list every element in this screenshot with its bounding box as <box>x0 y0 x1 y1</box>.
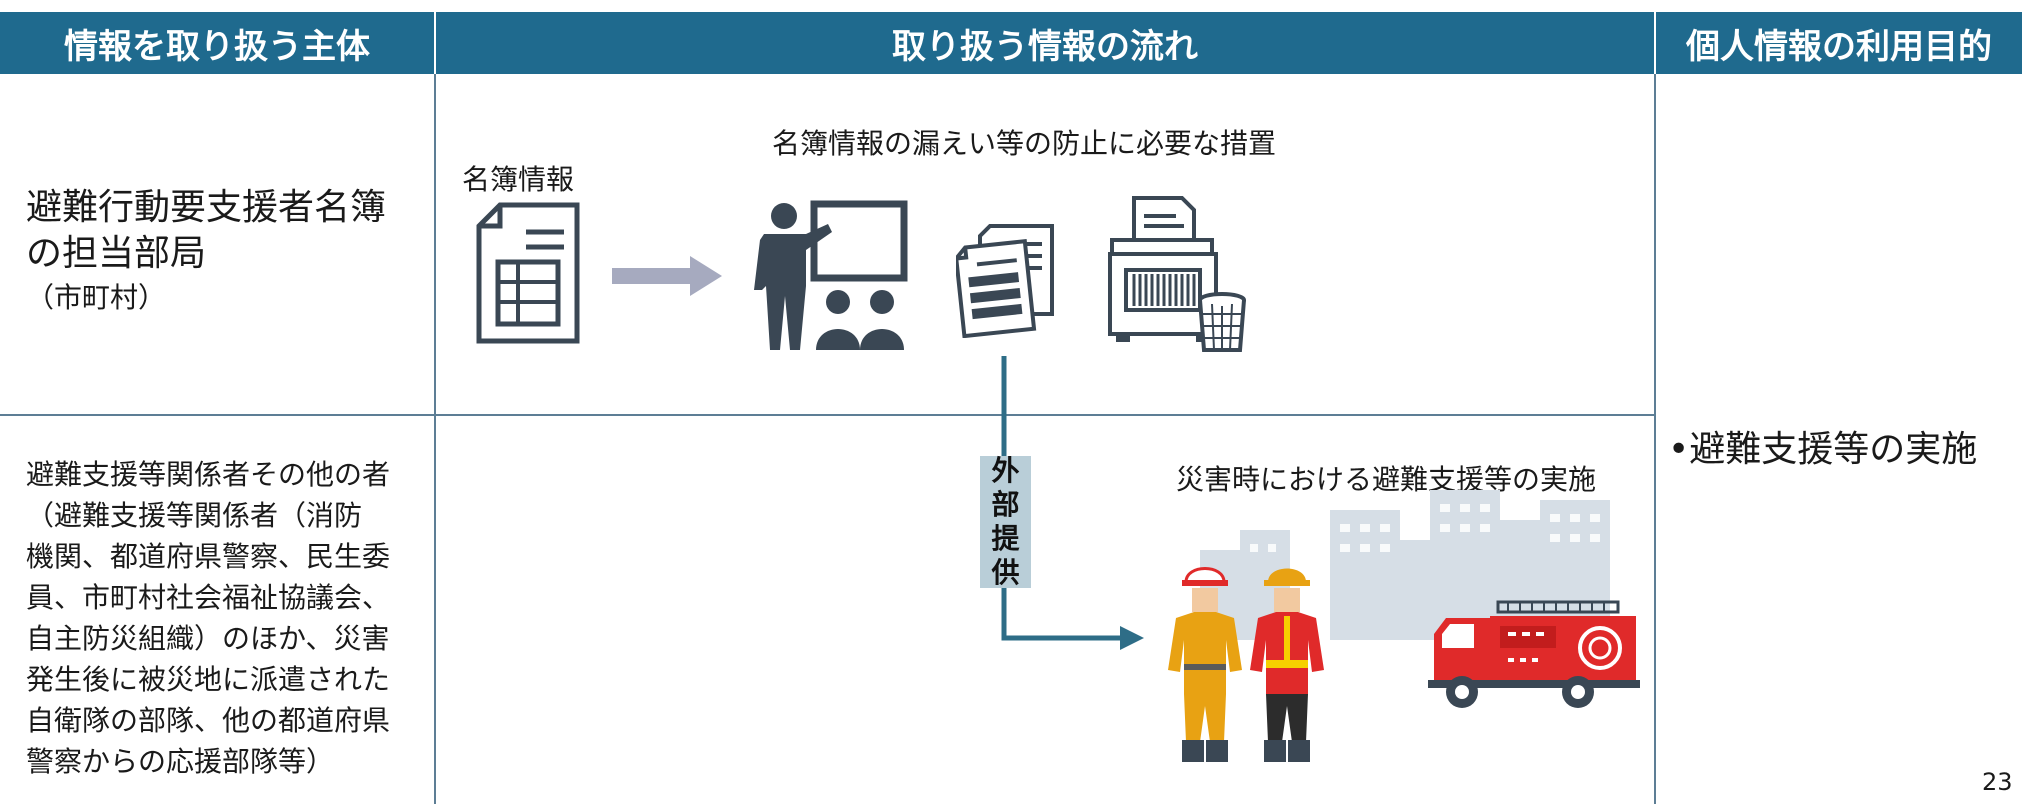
firefighters-icon <box>1166 560 1346 770</box>
external-char-4: 供 <box>991 556 1020 589</box>
entity-row2-line: 機関、都道府県警察、民生委 <box>26 540 391 573</box>
entity-row2-line: 発生後に被災地に派遣された <box>26 663 391 696</box>
page-number: 23 <box>1982 768 2013 796</box>
entity-row2-line: 自衛隊の部隊、他の都道府県 <box>26 704 391 737</box>
header-entity-label: 情報を取り扱う主体 <box>64 26 370 67</box>
document-icon <box>476 202 580 344</box>
flow-connector <box>1000 356 1150 660</box>
entity-row1-line3: （市町村） <box>26 281 167 314</box>
header-flow: 取り扱う情報の流れ <box>436 12 1654 74</box>
divider-col1 <box>434 74 436 804</box>
presenter-training-icon <box>750 200 910 352</box>
shredder-icon <box>1106 194 1248 356</box>
arrow-right-icon <box>612 256 722 296</box>
entity-row2-line: 避難支援等関係者その他の者 <box>26 458 391 491</box>
external-char-2: 部 <box>991 488 1020 521</box>
header-purpose-label: 個人情報の利用目的 <box>1686 26 1992 67</box>
roster-label: 名簿情報 <box>462 163 575 196</box>
papers-icon <box>956 222 1056 338</box>
disaster-label: 災害時における避難支援等の実施 <box>1176 463 1597 496</box>
external-char-1: 外 <box>991 454 1020 487</box>
entity-row1-line1: 避難行動要支援者名簿 <box>26 187 387 228</box>
measures-label: 名簿情報の漏えい等の防止に必要な措置 <box>772 127 1277 160</box>
header-flow-label: 取り扱う情報の流れ <box>892 26 1198 67</box>
entity-row2-line: （避難支援等関係者（消防 <box>26 499 363 532</box>
header-entity: 情報を取り扱う主体 <box>0 12 434 74</box>
header-purpose: 個人情報の利用目的 <box>1656 12 2022 74</box>
divider-row <box>0 414 1655 416</box>
entity-row2-line: 自主防災組織）のほか、災害 <box>26 622 390 655</box>
purpose-text: •避難支援等の実施 <box>1668 429 1978 470</box>
entity-row2-line: 警察からの応援部隊等） <box>26 745 335 778</box>
entity-row2-block: 避難支援等関係者その他の者 （避難支援等関係者（消防 機関、都道府県警察、民生委… <box>26 454 390 782</box>
entity-row2-line: 員、市町村社会福祉協議会、 <box>26 581 391 614</box>
entity-row1-line2: の担当部局 <box>26 233 207 274</box>
divider-col2 <box>1654 74 1656 804</box>
external-char-3: 提 <box>991 522 1020 555</box>
fire-truck-icon <box>1428 598 1642 710</box>
external-provision-label: 外 部 提 供 <box>980 454 1031 589</box>
